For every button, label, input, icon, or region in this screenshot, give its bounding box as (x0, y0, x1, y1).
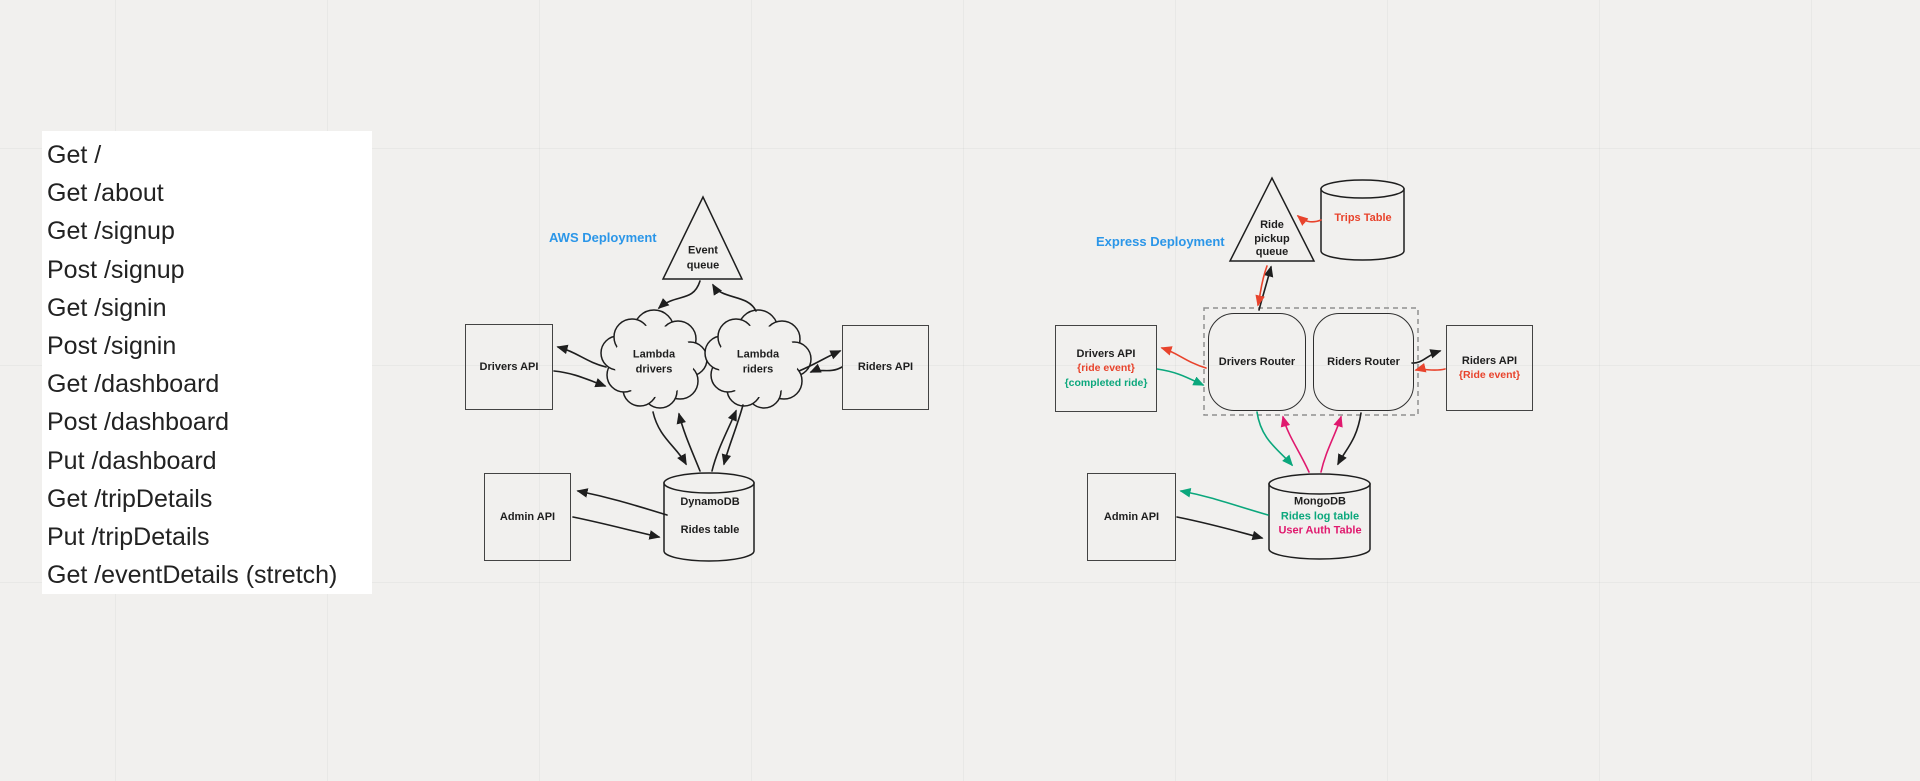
arrow-riders-router-to-riders-api[interactable] (1411, 349, 1442, 364)
dynamodb-line2: Rides table (680, 523, 740, 536)
arrow-queue-to-drivers-router[interactable] (1255, 265, 1268, 307)
route-item: Get /dashboard (47, 370, 220, 399)
aws-riders-api-box[interactable]: Riders API (842, 325, 929, 410)
express-admin-api-box[interactable]: Admin API (1087, 473, 1176, 561)
event-queue-line2: queue (686, 259, 720, 271)
mongodb-label: MongoDB Rides log table User Auth Table (1278, 494, 1361, 538)
aws-drivers-api-box[interactable]: Drivers API (465, 324, 553, 410)
arrow-dynamodb-to-lambda-riders[interactable] (711, 409, 737, 472)
arrow-lambda-drivers-to-dynamodb[interactable] (652, 411, 687, 466)
route-item: Get /tripDetails (47, 484, 213, 513)
aws-event-queue-label: Event queue (687, 244, 719, 273)
trips-table-cylinder[interactable] (1320, 179, 1405, 261)
aws-admin-api-box[interactable]: Admin API (484, 473, 571, 561)
arrow-drivers-api-to-drivers-router[interactable] (1156, 368, 1205, 386)
completed-ride-tag: {completed ride} (1064, 376, 1148, 389)
express-drivers-api-box[interactable]: Drivers API {ride event} {completed ride… (1055, 325, 1157, 412)
arrow-riders-router-to-mongodb[interactable] (1337, 412, 1362, 466)
arrow-dynamodb-to-lambda-drivers[interactable] (676, 412, 701, 472)
aws-arrows[interactable] (553, 280, 843, 540)
express-deployment-label: Express Deployment (1096, 234, 1225, 249)
aws-riders-api-label: Riders API (857, 361, 914, 374)
arrow-lambda-riders-to-queue[interactable] (712, 283, 757, 312)
mongodb-line2: Rides log table (1280, 509, 1360, 522)
lambda-drivers-line2: drivers (635, 363, 673, 375)
dynamodb-cylinder[interactable] (663, 472, 755, 562)
ride-event-tag: {ride event} (1077, 362, 1135, 375)
lambda-riders-line2: riders (742, 363, 774, 375)
drivers-router-label: Drivers Router (1218, 355, 1296, 368)
aws-deployment-label: AWS Deployment (549, 230, 657, 245)
express-riders-api-title: Riders API (1461, 354, 1518, 367)
express-riders-api-box[interactable]: Riders API {Ride event} (1446, 325, 1533, 411)
lambda-riders-label: Lambda riders (737, 348, 779, 377)
mongodb-cylinder[interactable] (1268, 473, 1371, 560)
trips-table-label: Trips Table (1334, 211, 1391, 226)
route-item: Get /signin (47, 293, 167, 322)
route-item: Put /dashboard (47, 446, 217, 475)
arrow-lambda-riders-to-riders-api[interactable] (798, 350, 842, 372)
riders-router-label: Riders Router (1327, 355, 1400, 368)
route-item: Post /signup (47, 255, 185, 284)
lambda-riders-line1: Lambda (736, 348, 780, 361)
arrow-mongodb-to-drivers-router[interactable] (1280, 415, 1310, 473)
arrow-mongodb-to-admin-api[interactable] (1179, 488, 1269, 516)
ride-pickup-line3: queue (1255, 245, 1289, 258)
arrow-mongodb-to-riders-router[interactable] (1320, 415, 1343, 473)
riders-router-box[interactable]: Riders Router (1313, 313, 1414, 411)
arrow-drivers-router-to-drivers-api[interactable] (1160, 346, 1207, 369)
ride-pickup-line2: pickup (1254, 232, 1290, 245)
arrow-dynamodb-to-admin-api[interactable] (576, 488, 668, 516)
drivers-router-box[interactable]: Drivers Router (1208, 313, 1306, 411)
aws-event-queue-triangle[interactable] (661, 195, 744, 280)
express-admin-api-label: Admin API (1103, 510, 1160, 523)
trips-table-text: Trips Table (1334, 211, 1392, 224)
arrow-admin-api-to-dynamodb[interactable] (572, 516, 661, 540)
ride-pickup-queue-label: Ride pickup queue (1254, 219, 1289, 260)
arrow-drivers-router-to-mongodb[interactable] (1256, 411, 1294, 467)
lambda-riders-cloud[interactable] (704, 309, 812, 409)
arrow-trips-table-to-queue[interactable] (1296, 214, 1322, 226)
mongodb-line1: MongoDB (1294, 495, 1346, 508)
routes-list-panel[interactable]: Get / Get /about Get /signup Post /signu… (42, 131, 372, 594)
mongodb-line3: User Auth Table (1278, 524, 1362, 537)
arrow-lambda-riders-to-dynamodb[interactable] (721, 404, 744, 466)
route-item: Post /signin (47, 332, 177, 361)
lambda-drivers-label: Lambda drivers (633, 348, 675, 377)
lambda-drivers-cloud[interactable] (600, 309, 708, 409)
arrow-riders-api-to-riders-router[interactable] (1414, 363, 1446, 373)
route-item: Post /dashboard (47, 408, 230, 437)
route-item: Get /eventDetails (stretch) (47, 561, 338, 590)
aws-admin-api-label: Admin API (499, 510, 556, 523)
express-drivers-api-title: Drivers API (1076, 347, 1136, 360)
route-item: Get /about (47, 179, 164, 208)
dynamodb-line1: DynamoDB (680, 496, 740, 508)
ride-pickup-line1: Ride (1260, 218, 1284, 231)
aws-drivers-api-label: Drivers API (479, 360, 539, 373)
arrow-drivers-api-to-lambda-drivers[interactable] (553, 370, 607, 388)
arrow-lambda-drivers-to-drivers-api[interactable] (556, 344, 607, 368)
ride-event-tag-2: {Ride event} (1458, 369, 1521, 381)
route-item: Get /signup (47, 217, 175, 246)
routers-dashed-container[interactable] (1203, 307, 1419, 416)
dynamodb-label: DynamoDB Rides table (680, 495, 739, 537)
express-arrows[interactable] (1156, 214, 1446, 541)
arrow-queue-to-lambda-drivers[interactable] (657, 280, 701, 310)
route-item: Put /tripDetails (47, 523, 210, 552)
event-queue-line1: Event (688, 244, 718, 257)
arrow-admin-api-to-mongodb[interactable] (1176, 516, 1264, 541)
route-item: Get / (47, 141, 102, 169)
arrow-riders-api-to-lambda-riders[interactable] (809, 363, 843, 373)
ride-pickup-queue-triangle[interactable] (1228, 176, 1316, 262)
lambda-drivers-line1: Lambda (632, 348, 676, 361)
